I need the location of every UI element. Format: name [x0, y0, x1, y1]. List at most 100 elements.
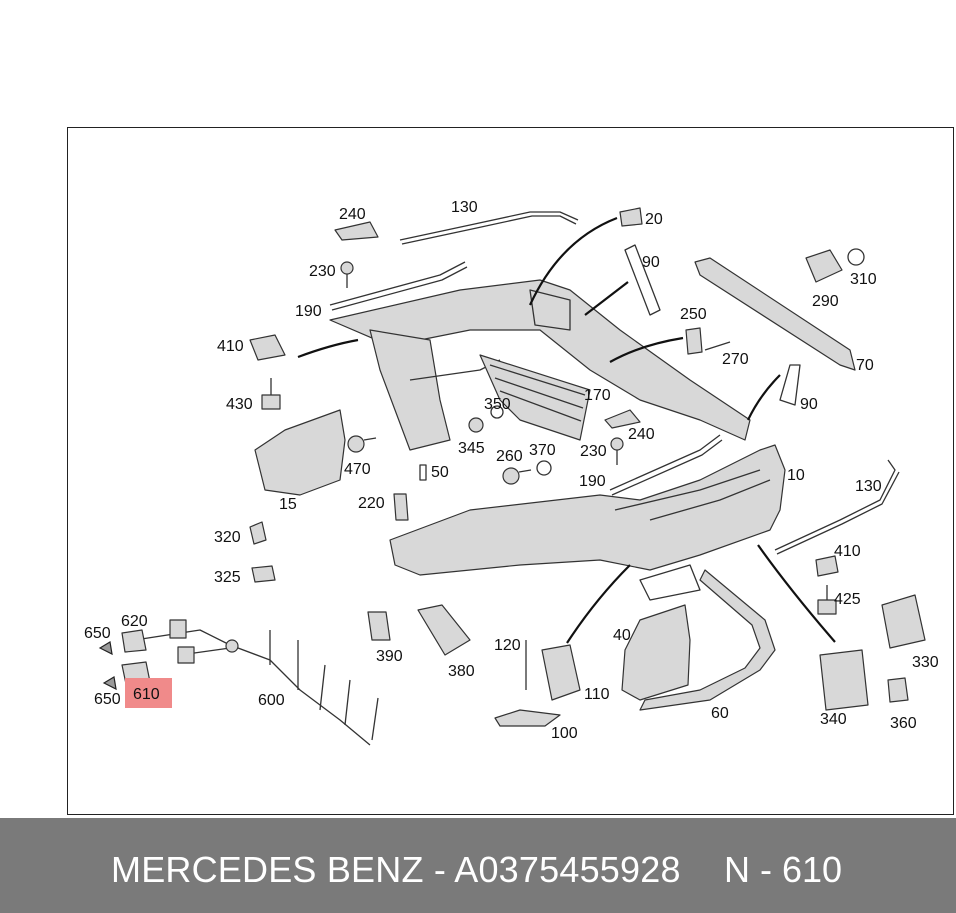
- callout-600: 600: [258, 692, 285, 709]
- arrow-to-40: [566, 564, 631, 644]
- clip-part-240-upper: [334, 221, 379, 241]
- bracket-part-90-upper: [624, 244, 661, 316]
- arrow-to-90b: [747, 374, 781, 421]
- callout-15: 15: [279, 496, 297, 513]
- callout-120: 120: [494, 637, 521, 654]
- trim-strip-190-upper: [329, 261, 466, 306]
- arrow-to-250: [609, 336, 684, 363]
- callout-190-upper: 190: [295, 303, 322, 320]
- callout-390: 390: [376, 648, 403, 665]
- callout-310: 310: [850, 271, 877, 288]
- callout-130-upper: 130: [451, 199, 478, 216]
- callout-260: 260: [496, 448, 523, 465]
- callout-240-lower: 240: [628, 426, 655, 443]
- bracket-part-15: [254, 409, 346, 496]
- clip-part-325: [251, 565, 276, 583]
- bracket-part-90-lower: [779, 364, 801, 406]
- footer-bar: [0, 818, 956, 913]
- callout-350: 350: [484, 396, 511, 413]
- callout-330: 330: [912, 654, 939, 671]
- trim-strip-130-right-inner: [776, 471, 900, 555]
- nut-part-410-left: [249, 334, 286, 361]
- bracket-part-250: [685, 327, 703, 355]
- callout-110: 110: [584, 686, 610, 703]
- screw-part-425: [817, 585, 837, 615]
- trim-strip-130-upper-inner: [401, 215, 577, 245]
- callout-250: 250: [680, 306, 707, 323]
- clip-part-240-lower: [604, 409, 641, 429]
- callout-240-upper: 240: [339, 206, 366, 223]
- arrow-to-20: [529, 216, 618, 306]
- sensor-cap-650-upper: [98, 641, 113, 656]
- callout-610: 610: [133, 686, 160, 703]
- trim-strip-190-upper-inner: [331, 266, 468, 311]
- screw-part-230-lower: [610, 437, 624, 465]
- bracket-part-100: [494, 709, 561, 727]
- wiring-harness-600: [134, 619, 379, 746]
- trim-strip-190-lower-inner: [611, 439, 723, 496]
- lower-panel-part-60: [639, 569, 776, 711]
- callout-360: 360: [890, 715, 917, 732]
- callout-90-lower: 90: [800, 396, 818, 413]
- callout-650-lower: 650: [94, 691, 121, 708]
- callout-620: 620: [121, 613, 148, 630]
- callout-410-left: 410: [217, 338, 244, 355]
- arrow-to-90: [584, 281, 629, 316]
- callout-345: 345: [458, 440, 485, 457]
- clip-part-220: [393, 493, 409, 521]
- callout-130-right: 130: [855, 478, 882, 495]
- callout-190-lower: 190: [579, 473, 606, 490]
- trim-strip-130-upper: [399, 211, 579, 241]
- trim-strip-130-right: [774, 459, 896, 551]
- screw-part-430: [261, 378, 281, 410]
- nut-part-410-right: [815, 555, 839, 577]
- wire-part-270: [704, 341, 731, 351]
- callout-650-upper: 650: [84, 625, 111, 642]
- arrow-to-340: [757, 544, 836, 643]
- grille-insert-part-170: [479, 354, 591, 441]
- side-rail-part-70: [694, 257, 856, 371]
- screw-part-230-upper: [340, 261, 354, 288]
- callout-220: 220: [358, 495, 385, 512]
- housing-part-340: [819, 649, 869, 711]
- bracket-part-110: [541, 644, 581, 701]
- callout-90-upper: 90: [642, 254, 660, 271]
- bracket-part-20: [619, 207, 643, 227]
- callout-470: 470: [344, 461, 371, 478]
- sensor-cap-650-lower: [102, 676, 117, 691]
- trim-strip-190-lower: [609, 434, 721, 491]
- callout-325: 325: [214, 569, 241, 586]
- callout-50: 50: [431, 464, 449, 481]
- callout-10: 10: [787, 467, 805, 484]
- part-title: MERCEDES BENZ - A0375455928: [111, 849, 681, 890]
- sensor-holder-620: [121, 629, 147, 653]
- bracket-part-390: [367, 611, 391, 641]
- housing-part-330: [881, 594, 926, 649]
- callout-230-upper: 230: [309, 263, 336, 280]
- callout-320: 320: [214, 529, 241, 546]
- callout-380: 380: [448, 663, 475, 680]
- callout-340: 340: [820, 711, 847, 728]
- arrow-to-410: [297, 338, 359, 359]
- highlight-box-610: [125, 678, 172, 708]
- callout-270: 270: [722, 351, 749, 368]
- clip-part-320: [249, 521, 267, 545]
- washer-part-345: [490, 405, 504, 419]
- washer-part-310: [847, 248, 865, 266]
- callout-70: 70: [856, 357, 874, 374]
- panel-part-40: [621, 604, 691, 701]
- callout-290: 290: [812, 293, 839, 310]
- callout-40: 40: [613, 627, 631, 644]
- washer-part-370: [536, 460, 552, 476]
- callout-60: 60: [711, 705, 729, 722]
- callout-430: 430: [226, 396, 253, 413]
- bumper-cover-part-10: [389, 444, 786, 601]
- pin-part-50: [419, 464, 427, 481]
- callout-425: 425: [834, 591, 861, 608]
- callout-370: 370: [529, 442, 556, 459]
- nut-part-350: [468, 417, 484, 433]
- callout-170: 170: [584, 387, 611, 404]
- buffer-part-290: [805, 249, 843, 283]
- bolt-part-260: [502, 467, 532, 485]
